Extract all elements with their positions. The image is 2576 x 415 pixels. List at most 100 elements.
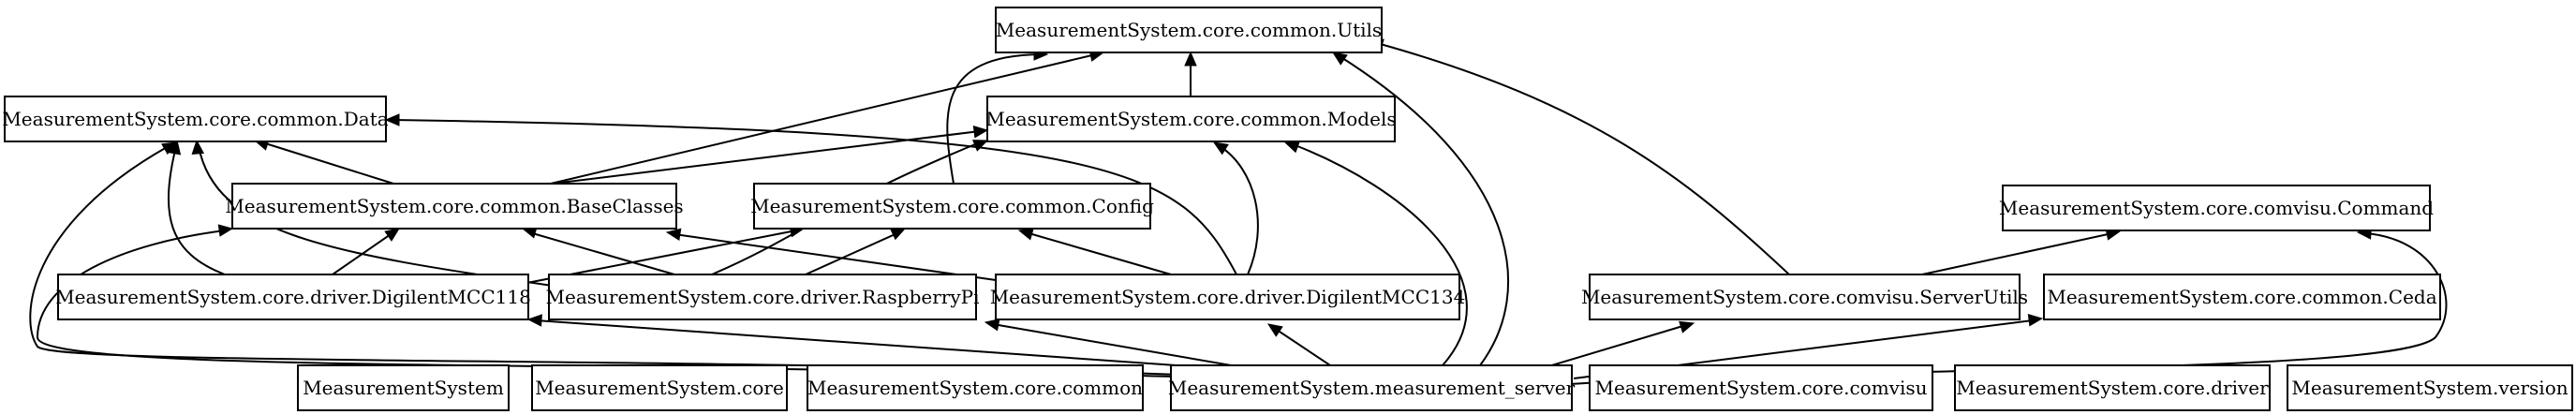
node-label: MeasurementSystem.core.common <box>807 377 1143 399</box>
node-label: MeasurementSystem.core.common.Ceda <box>2047 286 2436 308</box>
edge-mcc134-to-models <box>1212 141 1259 275</box>
node-config[interactable]: MeasurementSystem.core.common.Config <box>750 183 1154 230</box>
edge-line <box>198 145 554 287</box>
node-box <box>2287 364 2573 411</box>
node-box <box>1954 364 2271 411</box>
edge-line <box>1376 42 1790 275</box>
node-box <box>57 274 529 320</box>
node-label: MeasurementSystem.core.driver.DigilentMC… <box>55 286 531 308</box>
node-box <box>2043 274 2441 320</box>
node-label: MeasurementSystem.core.comvisu.ServerUti… <box>1581 286 2028 308</box>
node-baseclasses[interactable]: MeasurementSystem.core.common.BaseClasse… <box>225 183 684 230</box>
node-label: MeasurementSystem.version <box>2291 377 2568 399</box>
node-box <box>753 183 1151 230</box>
node-version[interactable]: MeasurementSystem.version <box>2287 364 2573 411</box>
edge-line <box>535 319 1191 367</box>
node-box <box>231 183 677 230</box>
edge-line <box>528 231 675 275</box>
arrowhead-icon <box>161 141 178 156</box>
edges-layer <box>29 38 2448 385</box>
arrowhead-icon <box>1331 52 1348 66</box>
edge-line <box>1219 145 1259 275</box>
node-label: MeasurementSystem.core.common.Utils <box>996 19 1382 41</box>
node-core[interactable]: MeasurementSystem.core <box>531 364 788 411</box>
edge-line <box>1339 55 1510 366</box>
node-box <box>2002 185 2431 231</box>
arrowhead-icon <box>972 126 989 139</box>
node-box <box>1589 364 1933 411</box>
node-label: MeasurementSystem.core <box>535 377 784 399</box>
node-label: MeasurementSystem.core.common.Models <box>985 108 1396 130</box>
node-mcc118[interactable]: MeasurementSystem.core.driver.DigilentMC… <box>55 274 531 320</box>
node-box <box>995 274 1460 320</box>
arrowhead-icon <box>1212 141 1229 156</box>
edge-line <box>1273 327 1331 366</box>
node-ceda[interactable]: MeasurementSystem.core.common.Ceda <box>2043 274 2441 320</box>
arrowhead-icon <box>384 228 401 242</box>
node-box <box>297 364 510 411</box>
node-box <box>531 364 788 411</box>
node-box <box>807 364 1144 411</box>
arrowhead-icon <box>2027 314 2044 327</box>
edge-server-to-utils <box>1331 52 1510 366</box>
node-label: MeasurementSystem.core.comvisu <box>1595 377 1928 399</box>
arrowhead-icon <box>665 228 682 241</box>
arrowhead-icon <box>984 319 1000 332</box>
node-label: MeasurementSystem.core.driver.RaspberryP… <box>546 286 980 308</box>
edge-line <box>674 233 1003 282</box>
arrowhead-icon <box>1679 320 1695 333</box>
edge-line <box>946 53 1041 185</box>
edge-server-to-serverutils <box>1545 320 1695 368</box>
node-label: MeasurementSystem.core.driver.DigilentMC… <box>990 286 1466 308</box>
arrowhead-icon <box>526 314 542 327</box>
node-label: MeasurementSystem.core.common.Config <box>750 195 1154 217</box>
node-raspberry[interactable]: MeasurementSystem.core.driver.RaspberryP… <box>546 274 980 320</box>
edge-line <box>1921 232 2113 275</box>
edge-line <box>992 323 1237 367</box>
arrowhead-icon <box>1184 51 1197 67</box>
edge-raspberry-to-data <box>191 139 554 287</box>
arrowhead-icon <box>191 139 204 156</box>
node-ms[interactable]: MeasurementSystem <box>297 364 510 411</box>
edge-mcc134-to-baseclasses <box>665 228 1003 282</box>
edge-server-to-raspberry <box>984 319 1237 367</box>
edge-line <box>1292 143 1468 366</box>
node-common[interactable]: MeasurementSystem.core.common <box>807 364 1144 411</box>
node-label: MeasurementSystem.core.comvisu.Command <box>1999 197 2434 219</box>
edge-line <box>392 119 1237 275</box>
node-label: MeasurementSystem.core.driver <box>1956 377 2269 399</box>
node-utils[interactable]: MeasurementSystem.core.common.Utils <box>995 7 1383 53</box>
edge-server-to-mcc118 <box>526 314 1191 367</box>
node-box <box>1589 274 2021 320</box>
node-label: MeasurementSystem.core.common.BaseClasse… <box>225 195 683 217</box>
edge-line <box>550 53 1097 185</box>
edge-mcc134-to-data <box>384 113 1237 275</box>
edge-line <box>1025 231 1172 275</box>
node-box <box>986 96 1396 142</box>
arrowhead-icon <box>384 113 400 126</box>
nodes-layer: MeasurementSystem.core.common.UtilsMeasu… <box>2 7 2573 411</box>
edge-models-to-utils <box>1184 51 1197 96</box>
node-models[interactable]: MeasurementSystem.core.common.Models <box>985 96 1397 142</box>
node-label: MeasurementSystem <box>303 377 504 399</box>
node-command[interactable]: MeasurementSystem.core.comvisu.Command <box>1999 185 2434 231</box>
node-serverutils[interactable]: MeasurementSystem.core.comvisu.ServerUti… <box>1581 274 2028 320</box>
edge-line <box>1545 324 1687 368</box>
edge-server-to-mcc134 <box>1266 323 1331 366</box>
node-driver[interactable]: MeasurementSystem.core.driver <box>1954 364 2271 411</box>
node-comvisu[interactable]: MeasurementSystem.core.comvisu <box>1589 364 1933 411</box>
node-box <box>4 96 387 142</box>
edge-line <box>167 145 226 275</box>
edge-line <box>805 231 900 275</box>
arrowhead-icon <box>1266 323 1283 337</box>
arrowhead-icon <box>1017 228 1034 241</box>
node-server[interactable]: MeasurementSystem.measurement_server <box>1168 364 1576 411</box>
node-box <box>548 274 977 320</box>
node-label: MeasurementSystem.core.common.Data <box>2 108 388 130</box>
node-data[interactable]: MeasurementSystem.core.common.Data <box>2 96 389 142</box>
node-box <box>1170 364 1573 411</box>
arrowhead-icon <box>217 224 234 237</box>
node-mcc134[interactable]: MeasurementSystem.core.driver.DigilentMC… <box>990 274 1466 320</box>
edge-line <box>261 141 394 185</box>
